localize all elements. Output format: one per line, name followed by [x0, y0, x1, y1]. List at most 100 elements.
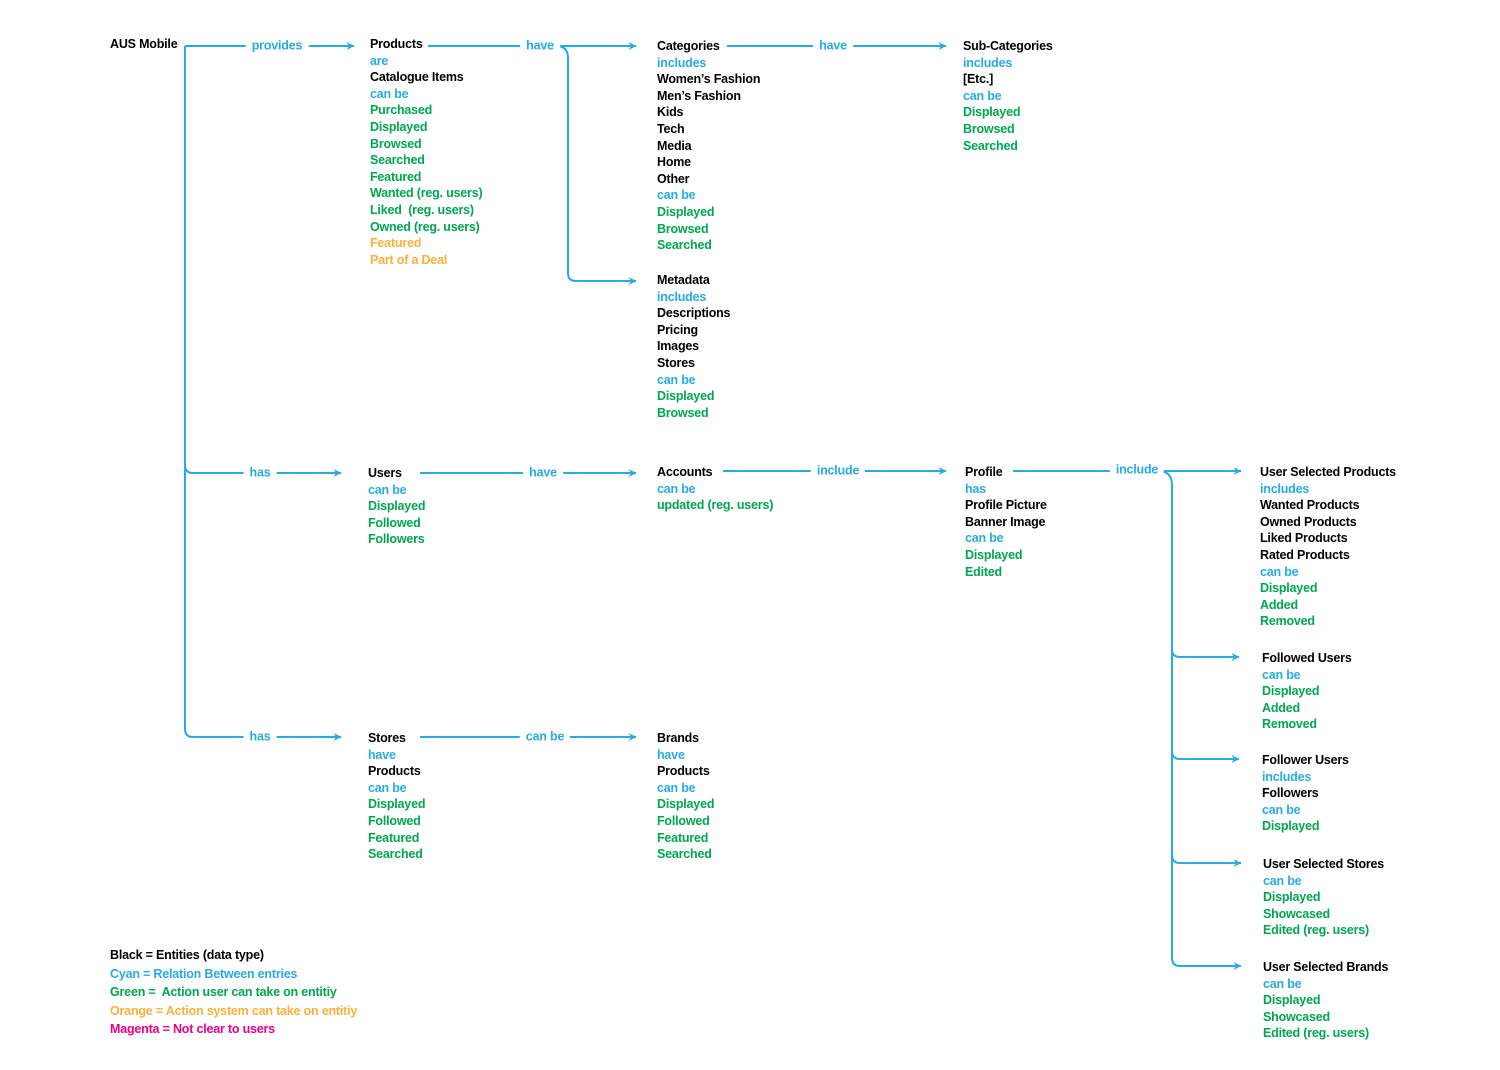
diagram-text-line: can be — [368, 780, 407, 795]
diagram-text-line: Searched — [370, 153, 425, 168]
edge-label-provides: provides — [245, 38, 309, 54]
diagram-text-line: have — [368, 747, 396, 762]
diagram-text-line: Displayed — [657, 204, 715, 219]
diagram-text-line: Displayed — [963, 105, 1021, 120]
diagram-text-line: Green = Action user can take on entitiy — [110, 985, 337, 1000]
diagram-text-line: Catalogue Items — [370, 70, 464, 85]
diagram-text-line: Wanted (reg. users) — [370, 186, 483, 201]
diagram-text-line: Profile — [965, 465, 1003, 479]
diagram-text-line: Featured — [370, 169, 422, 184]
diagram-text-line: Part of a Deal — [370, 252, 448, 267]
diagram-text-line: Displayed — [1263, 890, 1321, 905]
diagram-text-line: User Selected Stores — [1263, 857, 1385, 871]
diagram-text-line: Followers — [1262, 786, 1319, 801]
color-legend: Black = Entities (data type)Cyan = Relat… — [110, 946, 357, 1039]
diagram-text-line: can be — [657, 372, 696, 387]
diagram-text-line: Displayed — [1263, 993, 1321, 1008]
edge-label-has-stores: has — [243, 729, 277, 745]
diagram-text-line: Profile Picture — [965, 498, 1047, 513]
diagram-text-line: Descriptions — [657, 306, 731, 321]
diagram-text-line: Displayed — [1262, 819, 1320, 834]
diagram-text-line: Searched — [657, 847, 712, 862]
diagram-text-line: Removed — [1260, 614, 1315, 629]
diagram-text-line: Stores — [657, 355, 695, 370]
edge-label-has-users: has — [243, 465, 277, 481]
edge-label-have-categories: have — [813, 38, 853, 54]
diagram-text-line: Home — [657, 155, 691, 170]
diagram-text-line: [Etc.] — [963, 72, 994, 87]
diagram-text-line: includes — [657, 289, 707, 304]
diagram-text-line: Products — [370, 37, 423, 51]
diagram-text-line: Featured — [657, 830, 709, 845]
diagram-text-line: are — [370, 53, 389, 68]
diagram-text-line: Showcased — [1263, 906, 1330, 921]
edge-label-canbe-stores: can be — [519, 729, 571, 745]
diagram-text-line: Follower Users — [1262, 753, 1349, 767]
diagram-text-line: Tech — [657, 121, 685, 136]
diagram-text-line: Browsed — [370, 136, 422, 151]
diagram-text-line: Orange = Action system can take on entit… — [110, 1003, 358, 1018]
diagram-text-line: Searched — [368, 847, 423, 862]
diagram-text-line: Stores — [368, 731, 406, 745]
diagram-text-line: can be — [963, 88, 1002, 103]
diagram-text-line: Featured — [368, 830, 420, 845]
diagram-text-line: Women’s Fashion — [657, 72, 761, 87]
diagram-text-line: can be — [657, 481, 696, 496]
edge-label-have-users: have — [523, 465, 563, 481]
diagram-text-line: can be — [1262, 802, 1301, 817]
diagram-text-line: Showcased — [1263, 1009, 1330, 1024]
diagram-text-line: Black = Entities (data type) — [110, 948, 264, 962]
edge-label-include-profile: include — [1109, 462, 1165, 478]
diagram-text-line: can be — [965, 531, 1004, 546]
diagram-text-line: has — [965, 481, 986, 496]
diagram-text-line: can be — [1263, 976, 1302, 991]
diagram-text-line: Magenta = Not clear to users — [110, 1022, 275, 1037]
diagram-text-line: includes — [1260, 481, 1310, 496]
edge-include-usb-line — [1157, 470, 1242, 970]
diagram-text-line: can be — [657, 188, 696, 203]
diagram-text-line: Displayed — [368, 499, 426, 514]
diagram-text-line: Purchased — [370, 103, 433, 118]
diagram-text-line: Browsed — [657, 405, 709, 420]
edge-have-metadata-line — [555, 45, 637, 285]
diagram-text-line: Accounts — [657, 465, 713, 479]
diagram-text-line: Wanted Products — [1260, 498, 1360, 513]
edge-label-have-products: have — [520, 38, 560, 54]
diagram-text-line: Users — [368, 466, 402, 480]
diagram-text-line: Followed Users — [1262, 651, 1352, 665]
root-node-aus-mobile: AUS Mobile — [110, 37, 178, 51]
diagram-text-line: can be — [368, 482, 407, 497]
edge-include-uss-line — [1171, 854, 1242, 867]
diagram-text-line: Rated Products — [1260, 547, 1350, 562]
diagram-text-line: have — [657, 747, 685, 762]
edge-has-stores-line — [184, 46, 342, 741]
diagram-text-line: can be — [1263, 873, 1302, 888]
diagram-text-line: can be — [1262, 667, 1301, 682]
diagram-text-line: Metadata — [657, 273, 710, 287]
diagram-text-line: Browsed — [657, 221, 709, 236]
diagram-text-line: includes — [657, 55, 707, 70]
diagram-text-line: Media — [657, 138, 692, 153]
diagram-text-line: Liked (reg. users) — [370, 202, 474, 217]
diagram-text-line: Followers — [368, 532, 425, 547]
diagram-text-line: includes — [963, 55, 1013, 70]
diagram-text-line: Sub-Categories — [963, 39, 1053, 53]
diagram-text-line: Banner Image — [965, 514, 1046, 529]
diagram-text-line: Followed — [657, 813, 710, 828]
diagram-text-line: Products — [368, 764, 421, 779]
diagram-text-line: can be — [370, 86, 409, 101]
diagram-text-line: Displayed — [965, 547, 1023, 562]
diagram-text-line: Edited (reg. users) — [1263, 923, 1369, 938]
node-sub-categories: Sub-Categories includes [Etc.]can be Displa… — [963, 38, 1053, 154]
diagram-text-line: Followed — [368, 515, 421, 530]
